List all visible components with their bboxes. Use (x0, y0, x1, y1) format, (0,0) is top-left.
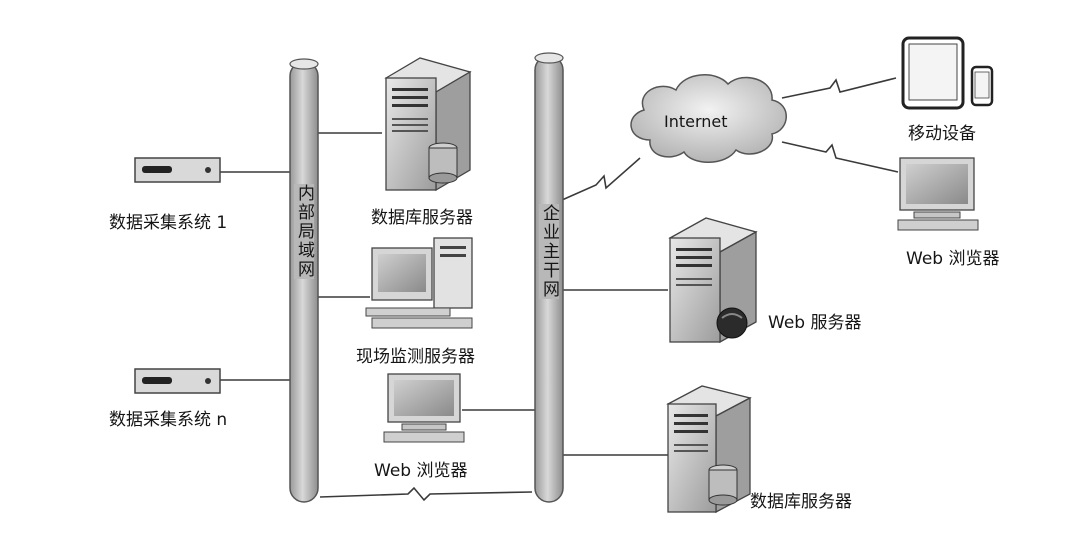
web-server-label: Web 服务器 (768, 313, 862, 333)
internet-label: Internet (664, 112, 728, 131)
db-server-bottom-label: 数据库服务器 (750, 492, 852, 512)
web-server-icon (668, 217, 758, 344)
monitor-server-icon (365, 237, 473, 329)
phone-icon (970, 65, 994, 107)
db-server-top-label: 数据库服务器 (371, 208, 473, 228)
link-lan-enterprise (319, 486, 533, 502)
link-enterprise-internet (561, 157, 641, 201)
db-server-bottom-icon (666, 385, 752, 514)
monitor-server-label: 现场监测服务器 (356, 347, 475, 367)
web-browser-remote-label: Web 浏览器 (906, 249, 1000, 269)
collector-device-n-icon (134, 368, 221, 394)
lan-backbone-label: 内部局域网 (294, 184, 314, 279)
collector-1-label: 数据采集系统 1 (109, 213, 228, 233)
collector-device-1-icon (134, 157, 221, 183)
collector-n-label: 数据采集系统 n (109, 410, 228, 430)
web-browser-remote-icon (897, 157, 979, 231)
link-internet-browser (781, 141, 899, 173)
enterprise-backbone-label: 企业主干网 (539, 204, 559, 299)
mobile-devices-label: 移动设备 (908, 124, 976, 144)
lan-pipe (289, 58, 319, 503)
web-browser-lan-icon (383, 373, 465, 443)
tablet-icon (901, 36, 965, 110)
internet-cloud-icon (630, 74, 787, 163)
web-browser-lan-label: Web 浏览器 (374, 461, 468, 481)
connection-lines (220, 77, 899, 502)
db-server-top-icon (384, 57, 472, 192)
link-internet-mobile (781, 77, 897, 99)
